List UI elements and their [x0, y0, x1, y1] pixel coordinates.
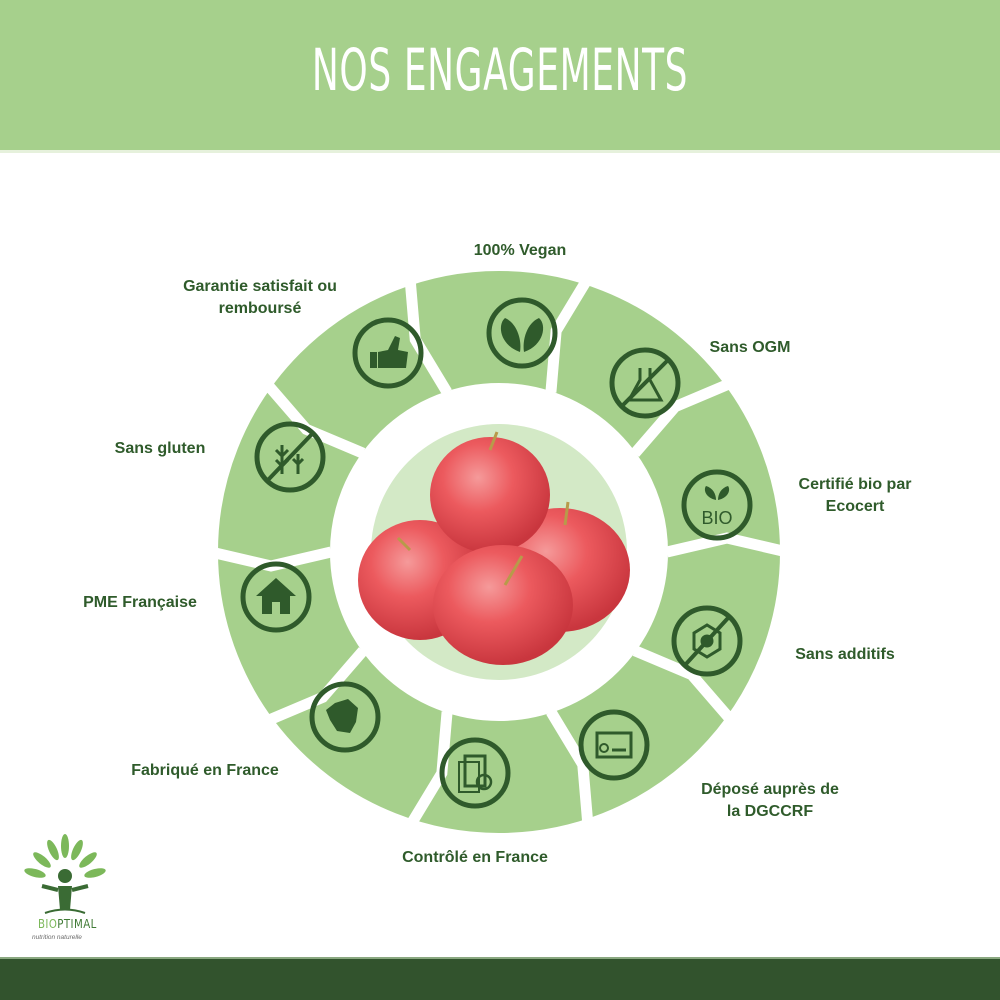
- no-gluten-wheat-icon: [254, 421, 326, 493]
- label-line: Ecocert: [825, 498, 885, 515]
- acerola-cherries-image: [358, 431, 630, 665]
- no-gmo-flask-icon: [609, 347, 681, 419]
- label-sans-ogm: Sans OGM: [709, 339, 791, 356]
- label-sans-additifs: Sans additifs: [795, 646, 895, 663]
- no-additives-molecule-icon: [671, 605, 743, 677]
- label-vegan: 100% Vegan: [473, 242, 567, 259]
- house-icon: [240, 561, 312, 633]
- logo-brand-suffix: PTIMAL: [57, 917, 97, 931]
- header-banner: NOS ENGAGEMENTS: [0, 0, 1000, 153]
- svg-text:BIO: BIO: [701, 508, 732, 528]
- label-controle-france: Contrôlé en France: [402, 849, 548, 866]
- label-sans-gluten: Sans gluten: [114, 440, 206, 457]
- france-map-icon: [309, 681, 381, 753]
- label-line: Garantie satisfait ou: [183, 278, 337, 295]
- label-garantie: Garantie satisfait ou remboursé: [160, 276, 360, 320]
- bio-icon: BIO: [681, 469, 753, 541]
- certificate-icon: [578, 709, 650, 781]
- footer-bar: [0, 957, 1000, 1000]
- logo-wordmark: BIOPTIMAL: [38, 917, 97, 931]
- clipboard-check-icon: [439, 737, 511, 809]
- label-line: Déposé auprès de: [701, 781, 839, 798]
- bioptimal-tree-logo-icon: [24, 834, 106, 914]
- leaves-icon: [486, 297, 558, 369]
- label-certifie-bio: Certifié bio par Ecocert: [770, 474, 940, 518]
- logo-brand-prefix: BIO: [38, 917, 58, 931]
- label-line: remboursé: [218, 300, 302, 317]
- label-line: la DGCCRF: [726, 803, 814, 820]
- thumbs-up-icon: [352, 317, 424, 389]
- logo-tagline: nutrition naturelle: [32, 934, 82, 941]
- label-line: Certifié bio par: [798, 476, 912, 493]
- label-dgccrf: Déposé auprès de la DGCCRF: [680, 779, 860, 823]
- label-fabrique-france: Fabriqué en France: [131, 762, 279, 779]
- page-title: NOS ENGAGEMENTS: [311, 36, 689, 104]
- label-pme-francaise: PME Française: [83, 594, 197, 611]
